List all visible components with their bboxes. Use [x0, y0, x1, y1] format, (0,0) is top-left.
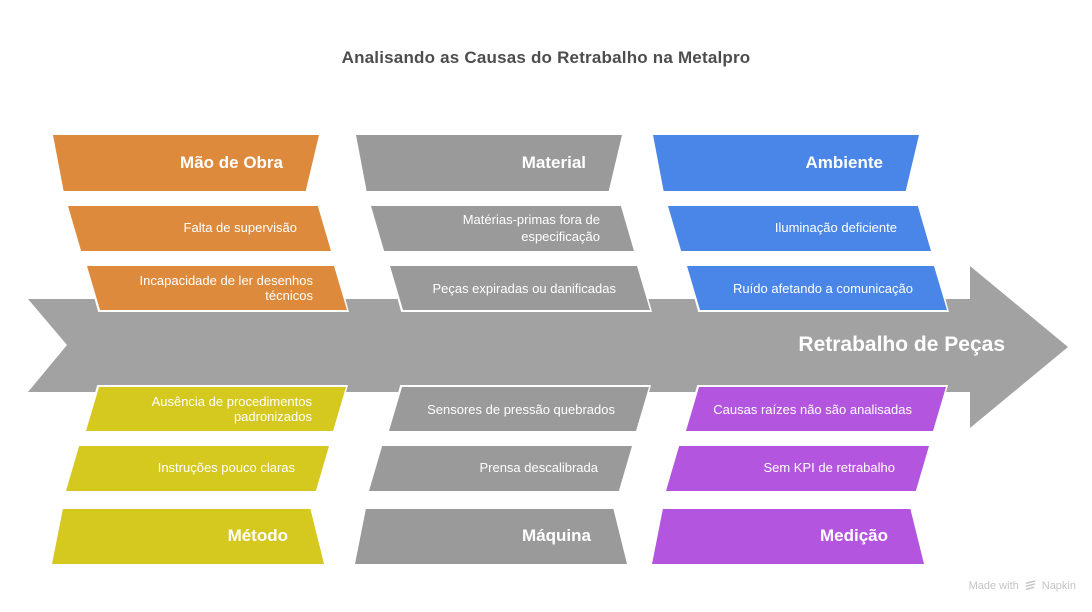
cause-label: Falta de supervisão	[183, 220, 297, 236]
cause-causas-raizes: Causas raízes não são analisadas	[684, 385, 948, 433]
cause-instrucoes-pouco-claras: Instruções pouco claras	[66, 446, 329, 491]
cause-label: Matérias-primas fora de especificação	[462, 211, 600, 244]
napkin-logo-icon	[1025, 580, 1035, 590]
category-header-medicao: Medição	[652, 509, 924, 564]
cause-label: Iluminação deficiente	[774, 220, 897, 236]
category-label: Medição	[819, 526, 888, 546]
cause-fill: Ruído afetando a comunicação	[687, 266, 947, 310]
category-header-ambiente: Ambiente	[653, 135, 919, 191]
cause-fill: Ausência de procedimentos padronizados	[86, 387, 346, 431]
cause-label: Sem KPI de retrabalho	[763, 460, 895, 476]
cause-fill: Sensores de pressão quebrados	[389, 387, 649, 431]
category-header-metodo: Método	[52, 509, 324, 564]
category-header-mao-de-obra: Mão de Obra	[53, 135, 319, 191]
cause-label: Causas raízes não são analisadas	[713, 401, 912, 417]
category-label: Mão de Obra	[180, 152, 283, 172]
category-label: Material	[521, 152, 586, 172]
cause-label: Prensa descalibrada	[479, 460, 598, 476]
cause-prensa-descalibrada: Prensa descalibrada	[369, 446, 632, 491]
cause-label: Ruído afetando a comunicação	[733, 280, 913, 296]
made-with-text: Made with	[968, 579, 1019, 592]
cause-incapacidade-desenhos: Incapacidade de ler desenhos técnicos	[85, 264, 349, 312]
category-label: Máquina	[522, 526, 591, 546]
cause-label: Ausência de procedimentos padronizados	[151, 394, 312, 424]
cause-label: Sensores de pressão quebrados	[427, 401, 615, 417]
made-with-napkin-badge[interactable]: Made with Napkin	[969, 579, 1076, 592]
brand-text: Napkin	[1041, 579, 1076, 592]
category-label: Ambiente	[805, 152, 883, 172]
cause-fill: Peças expiradas ou danificadas	[390, 266, 650, 310]
category-header-maquina: Máquina	[355, 509, 627, 564]
cause-materias-primas: Matérias-primas fora de especificação	[371, 206, 634, 251]
cause-ausencia-procedimentos: Ausência de procedimentos padronizados	[84, 385, 348, 433]
cause-label: Incapacidade de ler desenhos técnicos	[139, 273, 313, 303]
cause-ruido-comunicacao: Ruído afetando a comunicação	[685, 264, 949, 312]
category-header-material: Material	[356, 135, 622, 191]
cause-fill: Incapacidade de ler desenhos técnicos	[87, 266, 347, 310]
cause-fill: Causas raízes não são analisadas	[686, 387, 946, 431]
cause-sem-kpi: Sem KPI de retrabalho	[666, 446, 929, 491]
spine-arrow-label: Retrabalho de Peças	[798, 333, 1005, 356]
cause-falta-de-supervisao: Falta de supervisão	[68, 206, 331, 251]
cause-label: Instruções pouco claras	[157, 460, 295, 476]
cause-pecas-expiradas: Peças expiradas ou danificadas	[388, 264, 652, 312]
category-label: Método	[227, 526, 288, 546]
cause-sensores-pressao: Sensores de pressão quebrados	[387, 385, 651, 433]
cause-label: Peças expiradas ou danificadas	[432, 280, 616, 296]
diagram-title: Analisando as Causas do Retrabalho na Me…	[341, 48, 751, 67]
cause-iluminacao-deficiente: Iluminação deficiente	[668, 206, 931, 251]
